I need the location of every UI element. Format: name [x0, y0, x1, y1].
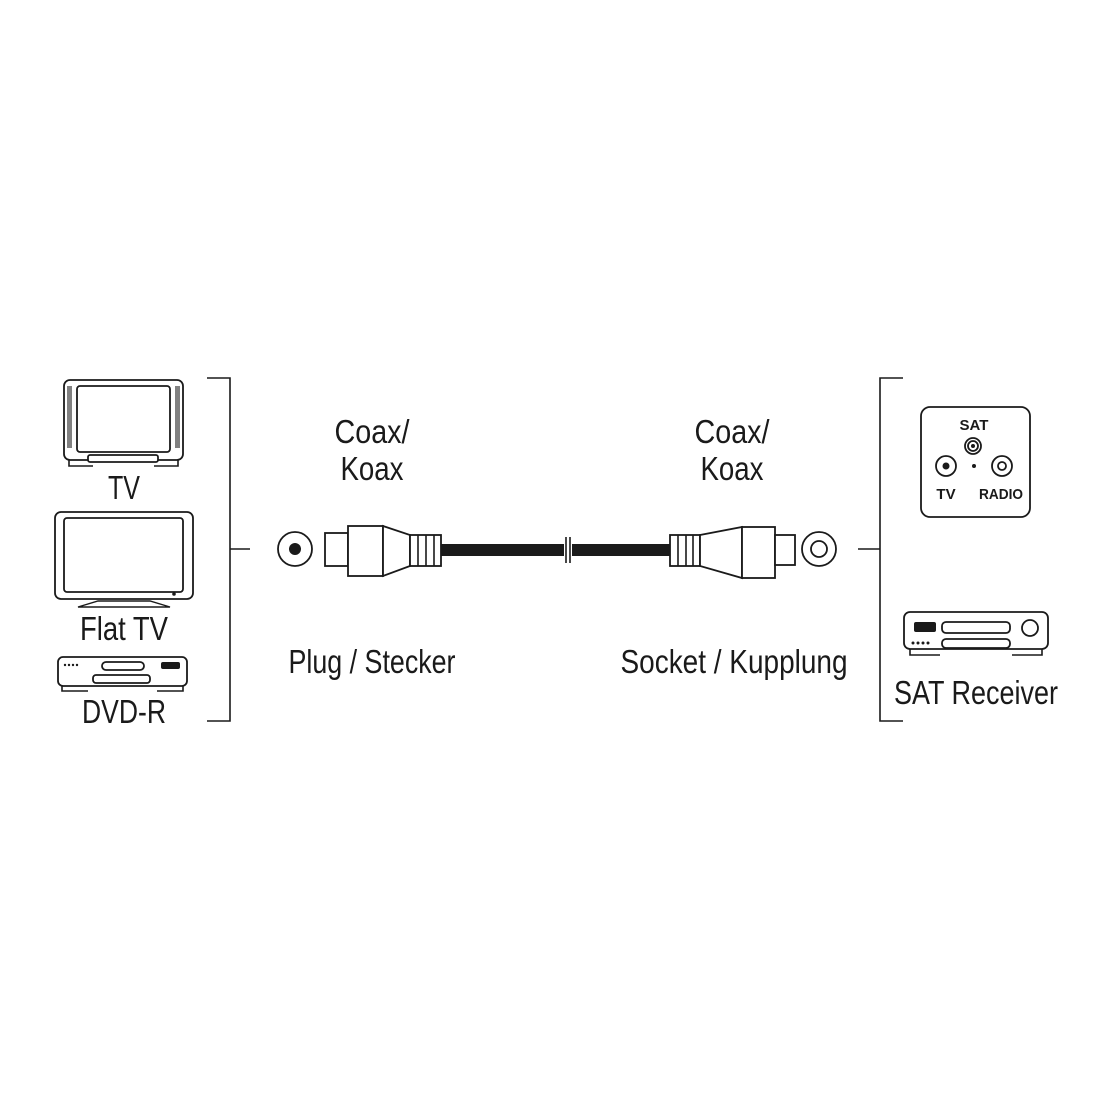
- dvd-recorder-icon: [57, 656, 188, 692]
- coax-cable-icon: [324, 524, 796, 580]
- flat-tv-icon: [54, 511, 194, 608]
- left-bracket: [207, 377, 250, 722]
- right-bracket: [858, 377, 903, 722]
- socket-label: Socket / Kupplung: [621, 643, 848, 680]
- sat-wall-plate-icon: [920, 406, 1031, 518]
- tv-icon: [63, 379, 184, 467]
- sat-receiver-label: SAT Receiver: [894, 674, 1058, 711]
- plug-end-view-icon: [277, 531, 313, 567]
- dvd-r-label: DVD-R: [82, 693, 166, 730]
- socket-end-view-icon: [801, 531, 837, 567]
- plug-label: Plug / Stecker: [289, 643, 456, 680]
- flat-tv-label: Flat TV: [80, 610, 168, 647]
- socket-type-line1: Coax/: [695, 413, 771, 450]
- plug-type-line1: Coax/: [335, 413, 411, 450]
- socket-type-line2: Koax: [701, 450, 764, 487]
- plug-type-line2: Koax: [341, 450, 404, 487]
- sat-port-label: SAT: [960, 417, 989, 434]
- sat-receiver-icon: [903, 611, 1049, 656]
- tv-port-label: TV: [936, 486, 955, 503]
- radio-port-label: RADIO: [979, 486, 1023, 503]
- tv-label: TV: [108, 469, 140, 506]
